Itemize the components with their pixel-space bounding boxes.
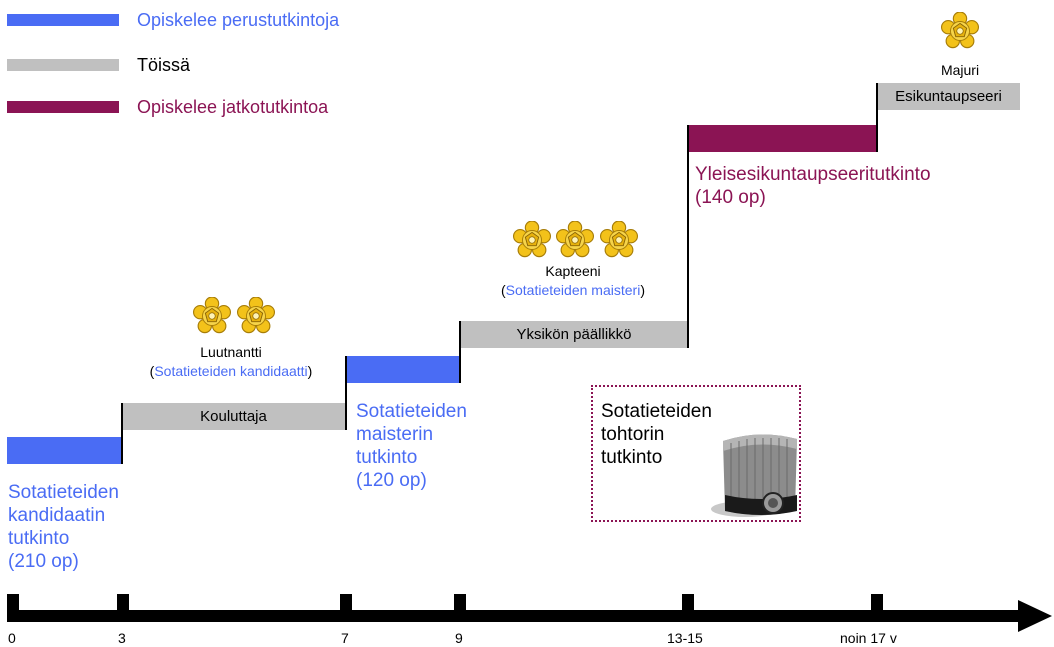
rank-kapteeni-degree: (Sotatieteiden maisteri) — [462, 281, 684, 300]
timeline-tick-label: 9 — [455, 630, 463, 646]
rank-kapteeni: Kapteeni (Sotatieteiden maisteri) — [462, 262, 684, 300]
rosette-icon — [556, 221, 594, 258]
timeline-tick-0 — [7, 594, 19, 616]
rank-kapteeni-name: Kapteeni — [545, 263, 601, 279]
degree-kandidaatti-line-3: tutkinto — [8, 528, 70, 549]
rosette-icon — [513, 221, 551, 258]
step-line-17 — [876, 83, 878, 152]
rank-kapteeni-degree-name: Sotatieteiden maisteri — [505, 282, 641, 298]
step-line-3 — [121, 403, 123, 464]
bar-label-yksikon-paallikko: Yksikön päällikkö — [516, 326, 632, 343]
timeline-tick-label: noin 17 v — [840, 630, 897, 646]
rank-majuri: Majuri — [910, 61, 1010, 80]
degree-kandidaatti-line-2: kandidaatin — [8, 505, 106, 526]
legend-label-working: Töissä — [137, 55, 191, 75]
legend-label-basic: Opiskelee perustutkintoja — [137, 10, 340, 30]
timeline-axis — [7, 610, 1025, 622]
step-line-9 — [459, 321, 461, 383]
doctoral-degree-box: Sotatieteiden tohtorin tutkinto — [591, 385, 801, 522]
paren-close: ) — [640, 282, 645, 298]
rosette-icon — [237, 297, 275, 334]
degree-kandidaatti-line-1: Sotatieteiden — [8, 482, 119, 503]
bar-esikuntaupseeri — [877, 83, 1020, 110]
degree-maisteri-line-4: (120 op) — [356, 470, 427, 491]
paren-close: ) — [307, 363, 313, 379]
degree-tohtori: Sotatieteiden tohtorin tutkinto — [601, 400, 712, 469]
bar-label-esikuntaupseeri: Esikuntaupseeri — [895, 88, 1002, 105]
timeline-tick-17 — [871, 594, 883, 616]
legend-swatch-basic — [7, 14, 119, 26]
bar-yleisesikunta-studies — [689, 125, 877, 152]
timeline-tick-13-15 — [682, 594, 694, 616]
legend-swatch-working — [7, 59, 119, 71]
rank-luutnantti-degree-name: Sotatieteiden kandidaatti — [154, 363, 308, 379]
bar-yksikon-paallikko — [460, 321, 688, 348]
timeline-tick-label: 0 — [8, 630, 16, 646]
degree-maisteri-line-1: Sotatieteiden — [356, 401, 467, 422]
rank-luutnantti: Luutnantti (Sotatieteiden kandidaatti) — [120, 343, 342, 381]
degree-yleisesikunta: Yleisesikuntaupseeritutkinto (140 op) — [695, 163, 931, 209]
legend-label-advanced: Opiskelee jatkotutkintoa — [137, 97, 329, 117]
degree-kandidaatti: Sotatieteiden kandidaatin tutkinto (210 … — [8, 481, 119, 573]
timeline-tick-9 — [454, 594, 466, 616]
degree-kandidaatti-line-4: (210 op) — [8, 551, 79, 572]
paren-open: ( — [149, 363, 155, 379]
rank-luutnantti-degree: (Sotatieteiden kandidaatti) — [120, 362, 342, 381]
bar-kouluttaja — [122, 403, 345, 430]
step-line-7 — [345, 356, 347, 430]
degree-maisteri-line-2: maisterin — [356, 424, 434, 445]
timeline-tick-label: 13-15 — [667, 630, 703, 646]
degree-tohtori-line-1: Sotatieteiden — [601, 401, 712, 422]
timeline-tick-label: 7 — [341, 630, 349, 646]
bar-kandidaatti-studies — [7, 437, 121, 464]
bar-label-kouluttaja: Kouluttaja — [200, 408, 267, 425]
rank-luutnantti-name: Luutnantti — [200, 344, 262, 360]
degree-tohtori-line-2: tohtorin — [601, 424, 665, 445]
rank-majuri-name: Majuri — [940, 62, 980, 78]
paren-open: ( — [501, 282, 506, 298]
rosette-icon — [600, 221, 638, 258]
degree-tohtori-line-3: tutkinto — [601, 447, 663, 468]
legend-swatch-advanced — [7, 101, 119, 113]
degree-maisteri-line-3: tutkinto — [356, 447, 418, 468]
timeline-tick-label: 3 — [118, 630, 126, 646]
bar-maisteri-studies — [346, 356, 459, 383]
timeline-tick-3 — [117, 594, 129, 616]
step-line-13 — [687, 125, 689, 348]
doctoral-hat-icon — [711, 434, 797, 517]
timeline-tick-7 — [340, 594, 352, 616]
degree-yleisesikunta-line-1: Yleisesikuntaupseeritutkinto — [695, 164, 931, 185]
degree-yleisesikunta-line-2: (140 op) — [695, 187, 766, 208]
degree-maisteri: Sotatieteiden maisterin tutkinto (120 op… — [356, 400, 467, 492]
rosette-icon — [193, 297, 231, 334]
rosette-icon — [941, 12, 979, 49]
timeline-arrow-head — [1018, 600, 1052, 632]
